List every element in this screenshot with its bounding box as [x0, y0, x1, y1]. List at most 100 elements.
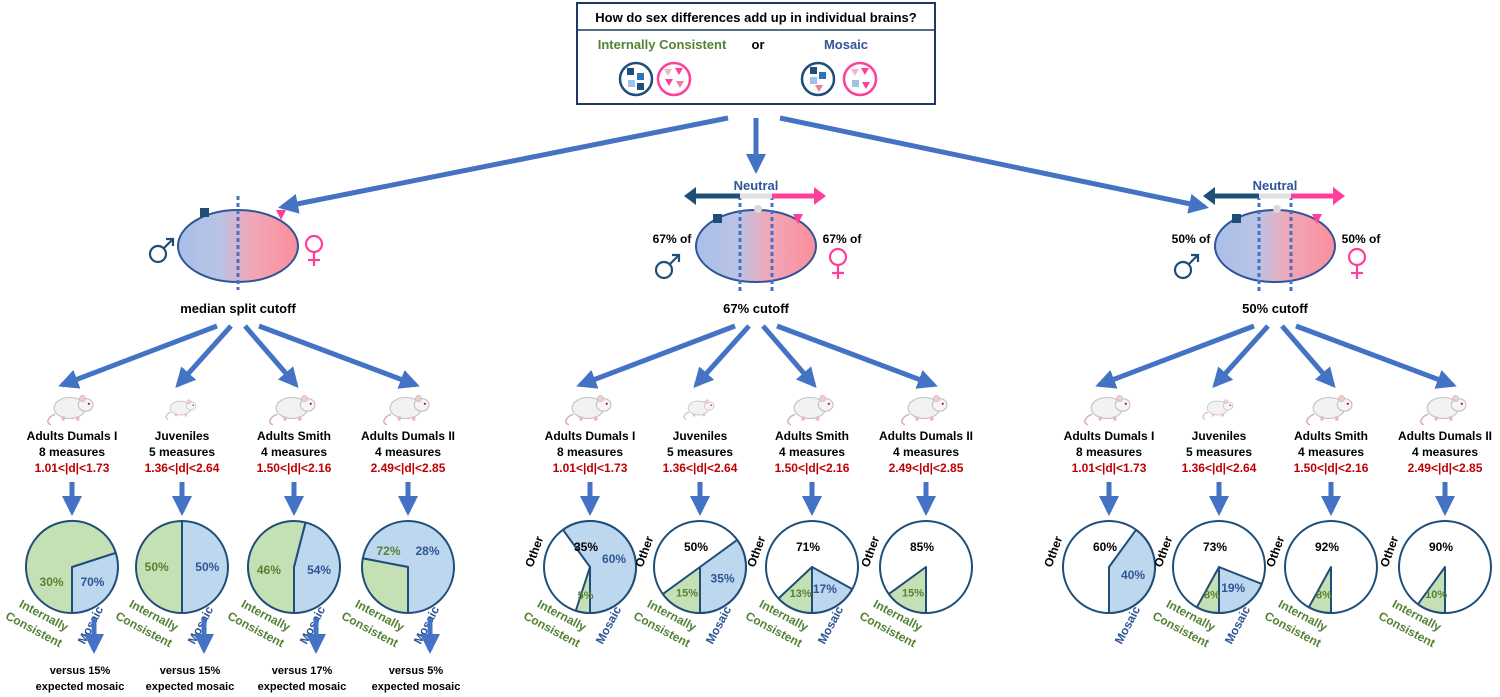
male-marker-icon: [713, 214, 722, 223]
expected-note-2: expected mosaic: [36, 681, 125, 693]
pie-chart: 15%35%50%Other: [632, 520, 747, 614]
pie-value-consistent: 5%: [578, 590, 594, 602]
pie-slice-consistent: [246, 520, 307, 614]
pie-slice-consistent: [135, 520, 183, 614]
female-marker-icon: [276, 210, 286, 220]
group-effect-range: 1.50<|d|<2.16: [257, 461, 332, 475]
pie-chart: 50%50%: [135, 520, 229, 614]
arrow-to-group-2: [693, 324, 751, 388]
top-arrows: [278, 115, 1209, 214]
pie-chart: 46%54%: [246, 520, 341, 614]
group-effect-range: 2.49<|d|<2.85: [371, 461, 446, 475]
expected-note-1: versus 5%: [389, 665, 444, 677]
rat-icon: [1084, 395, 1131, 426]
mosaic-male-icon: [800, 61, 836, 97]
pie-chart: 10%90%Other: [1377, 520, 1492, 614]
expected-note-1: versus 15%: [160, 665, 221, 677]
question-title: How do sex differences add up in individ…: [595, 10, 916, 25]
group-effect-range: 1.36<|d|<2.64: [1182, 461, 1257, 475]
pie-slice-mosaic: [1218, 566, 1263, 614]
neutral-label: Neutral: [1253, 178, 1298, 193]
rat-icon: [269, 395, 316, 426]
cutoff-label: 50% cutoff: [1242, 301, 1308, 316]
rat-icon: [565, 395, 612, 426]
female-symbol-icon: [1347, 247, 1367, 279]
pie-value-other: 73%: [1203, 540, 1227, 554]
pie-value-consistent: 10%: [1425, 589, 1447, 601]
rat-icon: [787, 395, 834, 426]
rat-icon: [901, 395, 948, 426]
rat-icon: [165, 399, 197, 420]
pie-slice-consistent: [25, 520, 117, 614]
pie-value-consistent: 46%: [257, 563, 281, 577]
arrow-to-group-4: [776, 323, 938, 389]
female-marker-icon: [793, 214, 803, 224]
consistent-male-icon: [618, 61, 654, 97]
female-symbol-icon: [828, 247, 848, 279]
group-4: Adults Dumals II4 measures2.49<|d|<2.851…: [857, 395, 973, 650]
pie-slice-consistent: [574, 566, 591, 614]
pie-chart: 40%60%Other: [1041, 520, 1156, 614]
group-measures: 8 measures: [39, 445, 105, 459]
group-name: Adults Dumals II: [1398, 429, 1492, 443]
pie-value-mosaic: 40%: [1121, 568, 1145, 582]
rat-icon: [683, 399, 715, 420]
male-marker-icon: [1232, 214, 1241, 223]
pie-value-mosaic: 60%: [602, 552, 626, 566]
group-name: Adults Dumals I: [545, 429, 636, 443]
expected-note-2: expected mosaic: [146, 681, 235, 693]
pie-slice-mosaic: [1108, 528, 1156, 614]
arrow-to-median: [278, 115, 729, 214]
group-measures: 8 measures: [557, 445, 623, 459]
pie-value-other: 35%: [574, 540, 598, 554]
expected-note-1: versus 15%: [50, 665, 111, 677]
pie-slice-mosaic: [561, 520, 638, 614]
pie-label-other: Other: [858, 534, 882, 569]
group-measures: 5 measures: [667, 445, 733, 459]
group-1: Adults Dumals I8 measures1.01<|d|<1.7340…: [1041, 395, 1156, 646]
group-effect-range: 2.49<|d|<2.85: [889, 461, 964, 475]
pie-slice-mosaic: [71, 551, 119, 614]
expected-note-2: expected mosaic: [258, 681, 347, 693]
group-effect-range: 1.01<|d|<1.73: [1072, 461, 1147, 475]
pie-chart: 8%92%Other: [1263, 520, 1378, 614]
pie-value-consistent: 8%: [1316, 590, 1332, 602]
pie-slice-mosaic: [699, 538, 747, 614]
pie-slice-consistent: [777, 566, 813, 614]
pie-value-mosaic: 19%: [1221, 581, 1245, 595]
neutral-marker-icon: [754, 205, 762, 213]
consistent-female-icon: [656, 61, 692, 97]
group-measures: 4 measures: [375, 445, 441, 459]
cutoff-label: 67% cutoff: [723, 301, 789, 316]
female-symbol-icon: [304, 234, 324, 266]
arrow-to-group-3: [761, 324, 817, 389]
pie-label-other: Other: [1041, 534, 1065, 569]
group-name: Adults Smith: [775, 429, 849, 443]
pie-slice-consistent: [887, 566, 927, 614]
cutoff-label: median split cutoff: [180, 301, 296, 316]
rat-icon: [1306, 395, 1353, 426]
group-measures: 5 measures: [149, 445, 215, 459]
pie-chart: 72%28%: [361, 520, 455, 614]
group-name: Adults Smith: [1294, 429, 1368, 443]
pie-value-consistent: 15%: [902, 587, 924, 599]
pie-chart: 8%19%73%Other: [1151, 520, 1266, 614]
pie-label-other: Other: [744, 534, 768, 569]
group-effect-range: 1.01<|d|<1.73: [35, 461, 110, 475]
group-name: Juveniles: [155, 429, 210, 443]
group-effect-range: 1.36<|d|<2.64: [663, 461, 738, 475]
arrow-to-50: [779, 115, 1209, 214]
group-4: Adults Dumals II4 measures2.49<|d|<2.851…: [1376, 395, 1492, 650]
expected-note-1: versus 17%: [272, 665, 333, 677]
pie-label-other: Other: [1377, 534, 1401, 569]
arrow-to-group-1: [58, 323, 218, 389]
pie-chart: 15%85%Other: [858, 520, 973, 614]
group-measures: 4 measures: [893, 445, 959, 459]
group-measures: 5 measures: [1186, 445, 1252, 459]
option-or: or: [752, 37, 765, 52]
group-name: Adults Dumals II: [361, 429, 455, 443]
arrow-to-group-3: [1280, 324, 1336, 389]
